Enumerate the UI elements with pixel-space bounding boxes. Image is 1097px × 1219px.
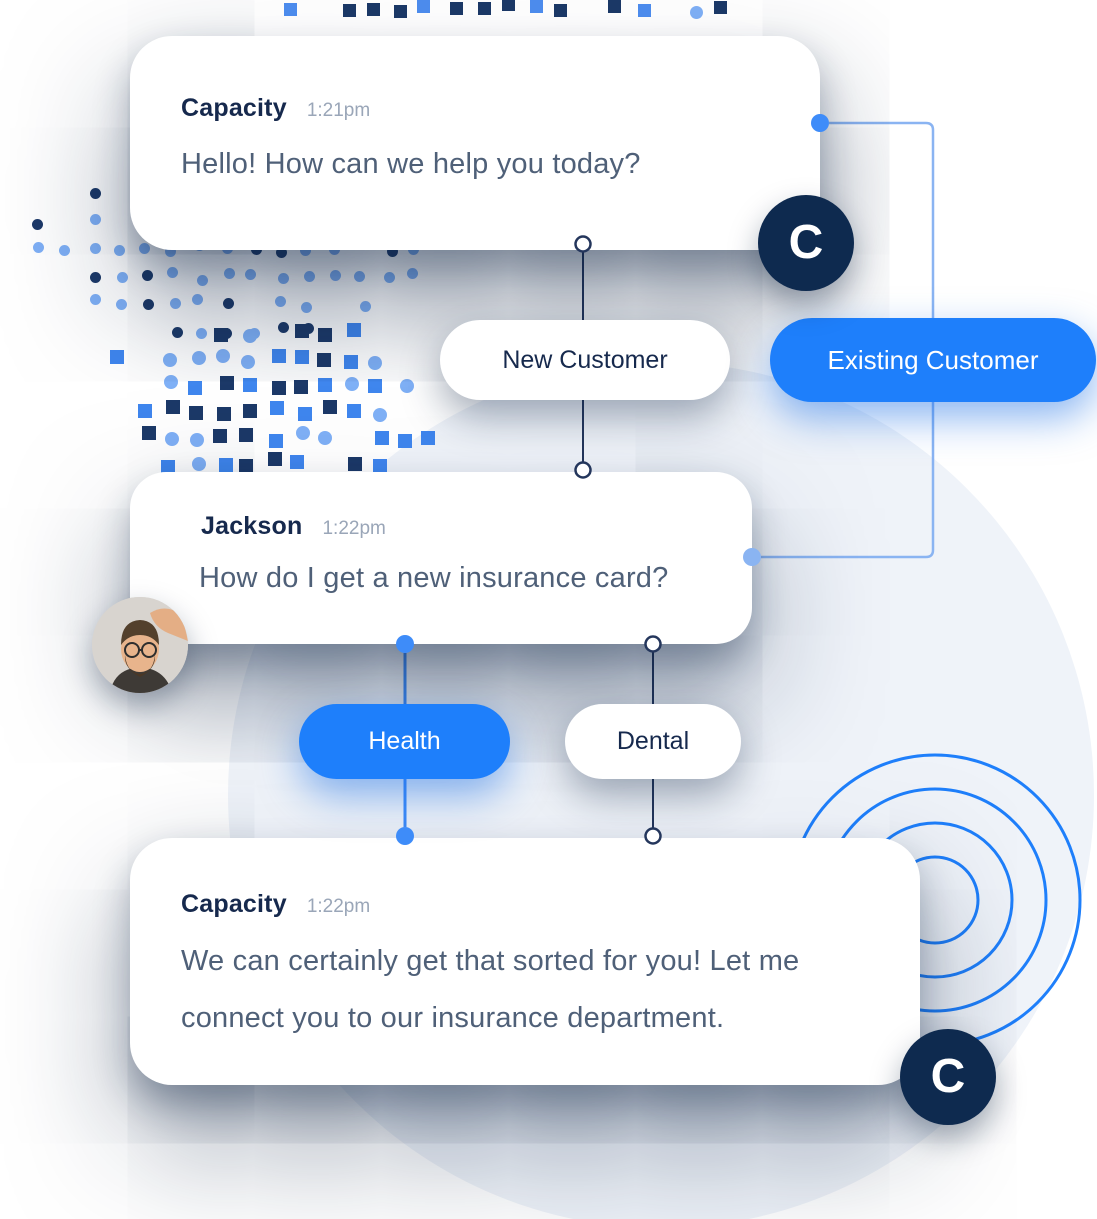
message-header: Capacity 1:21pm <box>181 94 370 123</box>
timestamp: 1:21pm <box>306 100 371 121</box>
quick-reply-label: Health <box>368 727 441 755</box>
timestamp: 1:22pm <box>322 518 386 539</box>
sender-name: Capacity <box>181 94 287 122</box>
chat-message-card-jackson: Jackson 1:22pm How do I get a new insura… <box>130 472 752 644</box>
capacity-logo-letter: C <box>788 216 824 269</box>
quick-reply-dental[interactable]: Dental <box>565 704 741 779</box>
capacity-logo-icon: C <box>900 1029 996 1125</box>
quick-reply-health[interactable]: Health <box>299 704 510 779</box>
quick-reply-existing-customer[interactable]: Existing Customer <box>770 318 1096 402</box>
chat-message-card-capacity-1: Capacity 1:21pm Hello! How can we help y… <box>130 36 820 250</box>
quick-reply-label: Existing Customer <box>827 344 1039 375</box>
message-text-line-1: We can certainly get that sorted for you… <box>181 945 800 977</box>
message-text: How do I get a new insurance card? <box>199 562 669 594</box>
timestamp: 1:22pm <box>306 896 371 917</box>
message-text-line-2: connect you to our insurance department. <box>181 1002 725 1034</box>
capacity-logo-icon: C <box>758 195 854 291</box>
capacity-logo-letter: C <box>930 1050 966 1103</box>
quick-reply-label: New Customer <box>502 345 668 374</box>
message-header: Jackson 1:22pm <box>201 512 386 541</box>
sender-name: Jackson <box>201 512 303 540</box>
jackson-avatar <box>92 597 188 693</box>
message-text: Hello! How can we help you today? <box>181 148 641 180</box>
sender-name: Capacity <box>181 890 287 918</box>
jackson-avatar-photo <box>92 597 188 693</box>
quick-reply-label: Dental <box>616 727 690 755</box>
chat-message-card-capacity-2: Capacity 1:22pm We can certainly get tha… <box>130 838 920 1085</box>
quick-reply-new-customer[interactable]: New Customer <box>440 320 730 400</box>
message-header: Capacity 1:22pm <box>181 890 370 919</box>
